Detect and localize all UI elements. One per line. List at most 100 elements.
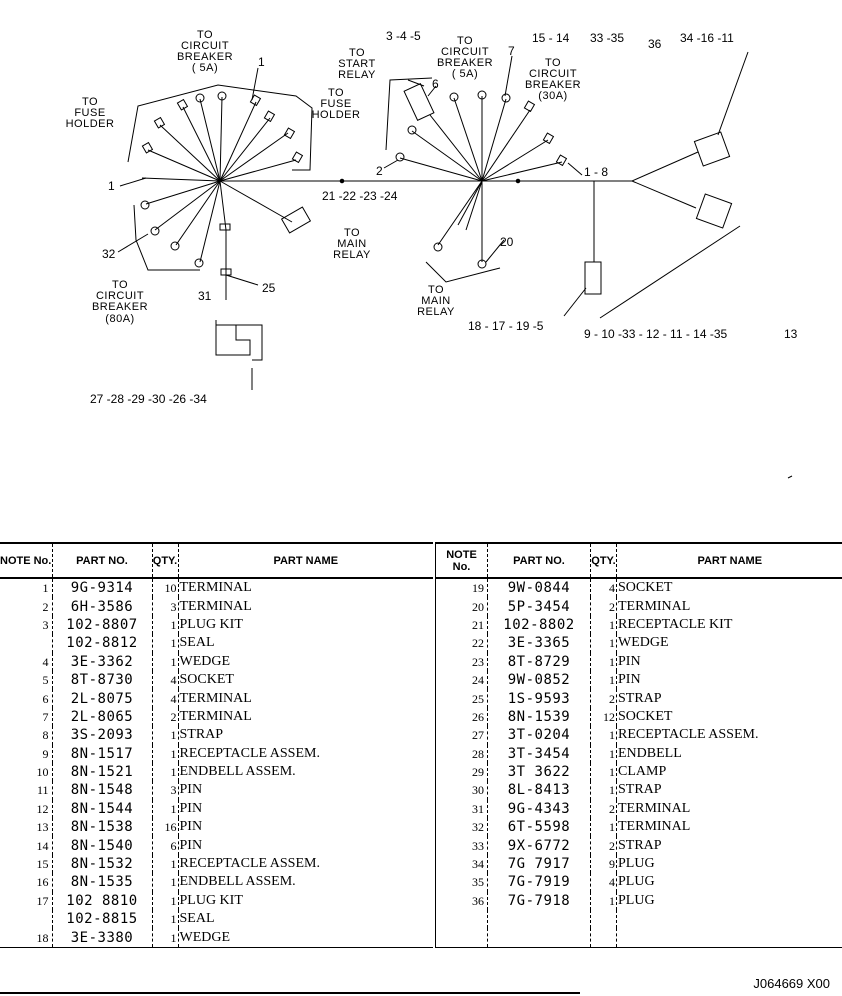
part-name-cell: PIN — [616, 670, 842, 690]
note-cell — [435, 910, 488, 929]
qty-cell: 2 — [590, 799, 617, 819]
wiring-harness-diagram: TO CIRCUIT BREAKER ( 5A) TO FUSE HOLDER … — [66, 29, 798, 479]
part-no-cell: 102-8802 — [487, 615, 591, 635]
note-cell: 18 — [0, 928, 52, 948]
label-line: FUSE — [320, 98, 351, 110]
note-cell: 10 — [36, 765, 49, 780]
part-name-cell: WEDGE — [177, 928, 433, 948]
annotation-to-start-relay: TO START RELAY — [338, 47, 375, 81]
part-name-cell: SEAL — [177, 910, 433, 929]
part-name-cell: CLAMP — [616, 762, 842, 782]
annotation-to-cb-30a: TO CIRCUIT BREAKER (30A) — [525, 57, 581, 102]
part-name-cell: TERMINAL — [177, 597, 433, 616]
header-part-no: PART NO. — [51, 542, 152, 579]
note-cell: 12 — [36, 801, 49, 816]
part-no-cell: 8N-1521 — [51, 762, 152, 782]
part-no-cell: 102-8812 — [51, 634, 152, 653]
trunk-node — [515, 178, 521, 184]
part-no-cell: 9W-0844 — [487, 578, 591, 598]
part-name-cell: STRAP — [616, 689, 842, 708]
qty-cell: 1 — [590, 762, 617, 782]
header-qty: QTY. — [590, 542, 617, 579]
part-no-cell: 8N-1544 — [51, 799, 152, 819]
part-no-cell: 3E-3365 — [487, 634, 591, 653]
part-name-cell: SOCKET — [177, 670, 433, 690]
qty-cell: 6 — [151, 836, 178, 855]
part-name-cell: PIN — [177, 799, 433, 819]
label-line: TO — [197, 29, 213, 41]
part-no-cell: 6H-3586 — [51, 597, 152, 616]
note-cell: 34 — [435, 854, 488, 874]
note-cell: 6 — [42, 691, 49, 706]
part-no-cell: 102-8815 — [51, 910, 152, 929]
part-name-cell: SOCKET — [616, 707, 842, 727]
part-name-cell: PIN — [177, 818, 433, 837]
callout-1-8: 1 - 8 — [584, 165, 608, 179]
group-outline — [385, 77, 433, 151]
part-name-cell: PIN — [177, 781, 433, 800]
part-name-cell: TERMINAL — [177, 707, 433, 727]
label-line: TO — [349, 47, 365, 59]
callout-6: 6 — [432, 77, 439, 91]
callout-32: 32 — [102, 247, 116, 261]
qty-cell: 4 — [590, 873, 617, 892]
label-line: CIRCUIT — [96, 290, 144, 302]
callout-numbers: 1 1 32 31 25 27 -28 -29 -30 -26 -34 21 -… — [90, 29, 798, 406]
qty-cell: 1 — [590, 744, 617, 763]
part-no-cell: 7G 7917 — [487, 854, 591, 874]
part-no-cell: 1S-9593 — [487, 689, 591, 708]
part-no-cell: 7G-7918 — [487, 891, 591, 911]
label-line: TO — [344, 227, 360, 239]
note-cell: 9 — [42, 746, 49, 761]
part-no-cell: 8L-8413 — [487, 781, 591, 800]
note-cell: 32 — [435, 818, 488, 837]
note-cell: 11 — [36, 783, 49, 798]
part-name-cell: PLUG — [616, 873, 842, 892]
callout-25: 25 — [262, 281, 276, 295]
part-no-cell: 3T 3622 — [487, 762, 591, 782]
part-no-cell: 5P-3454 — [487, 597, 591, 616]
part-name-cell: RECEPTACLE KIT — [616, 615, 842, 635]
part-name-cell: TERMINAL — [177, 578, 433, 598]
part-no-cell: 9G-4343 — [487, 799, 591, 819]
label-line: TO — [82, 96, 98, 108]
part-no-cell: 8N-1538 — [51, 818, 152, 837]
label-line: FUSE — [74, 107, 105, 119]
part-no-cell: 8N-1535 — [51, 873, 152, 892]
qty-cell: 1 — [151, 652, 178, 671]
qty-cell: 4 — [590, 578, 617, 598]
part-no-cell: 8N-1539 — [487, 707, 591, 727]
qty-cell: 1 — [151, 744, 178, 763]
note-cell: 5 — [42, 673, 49, 688]
label-line: TO — [457, 35, 473, 47]
qty-cell: 1 — [590, 891, 617, 911]
label-line: TO — [328, 87, 344, 99]
note-cell: 19 — [435, 578, 488, 598]
annotation-to-main-relay-mid: TO MAIN RELAY — [333, 227, 371, 261]
label-line: RELAY — [333, 249, 371, 261]
qty-cell: 2 — [151, 707, 178, 727]
label-line: CIRCUIT — [181, 40, 229, 52]
part-name-cell: SOCKET — [616, 578, 842, 598]
part-name-cell: PLUG KIT — [177, 891, 433, 911]
part-no-cell: 2L-8075 — [51, 689, 152, 708]
part-no-cell: 3T-3454 — [487, 744, 591, 763]
drawing-code: J064669 X00 — [753, 976, 830, 991]
part-name-cell: TERMINAL — [177, 689, 433, 708]
part-name-cell: STRAP — [177, 726, 433, 745]
label-line: BREAKER — [177, 51, 233, 63]
qty-cell: 1 — [590, 615, 617, 635]
header-part-name: PART NAME — [177, 542, 433, 579]
part-no-cell: 3T-0204 — [487, 726, 591, 745]
